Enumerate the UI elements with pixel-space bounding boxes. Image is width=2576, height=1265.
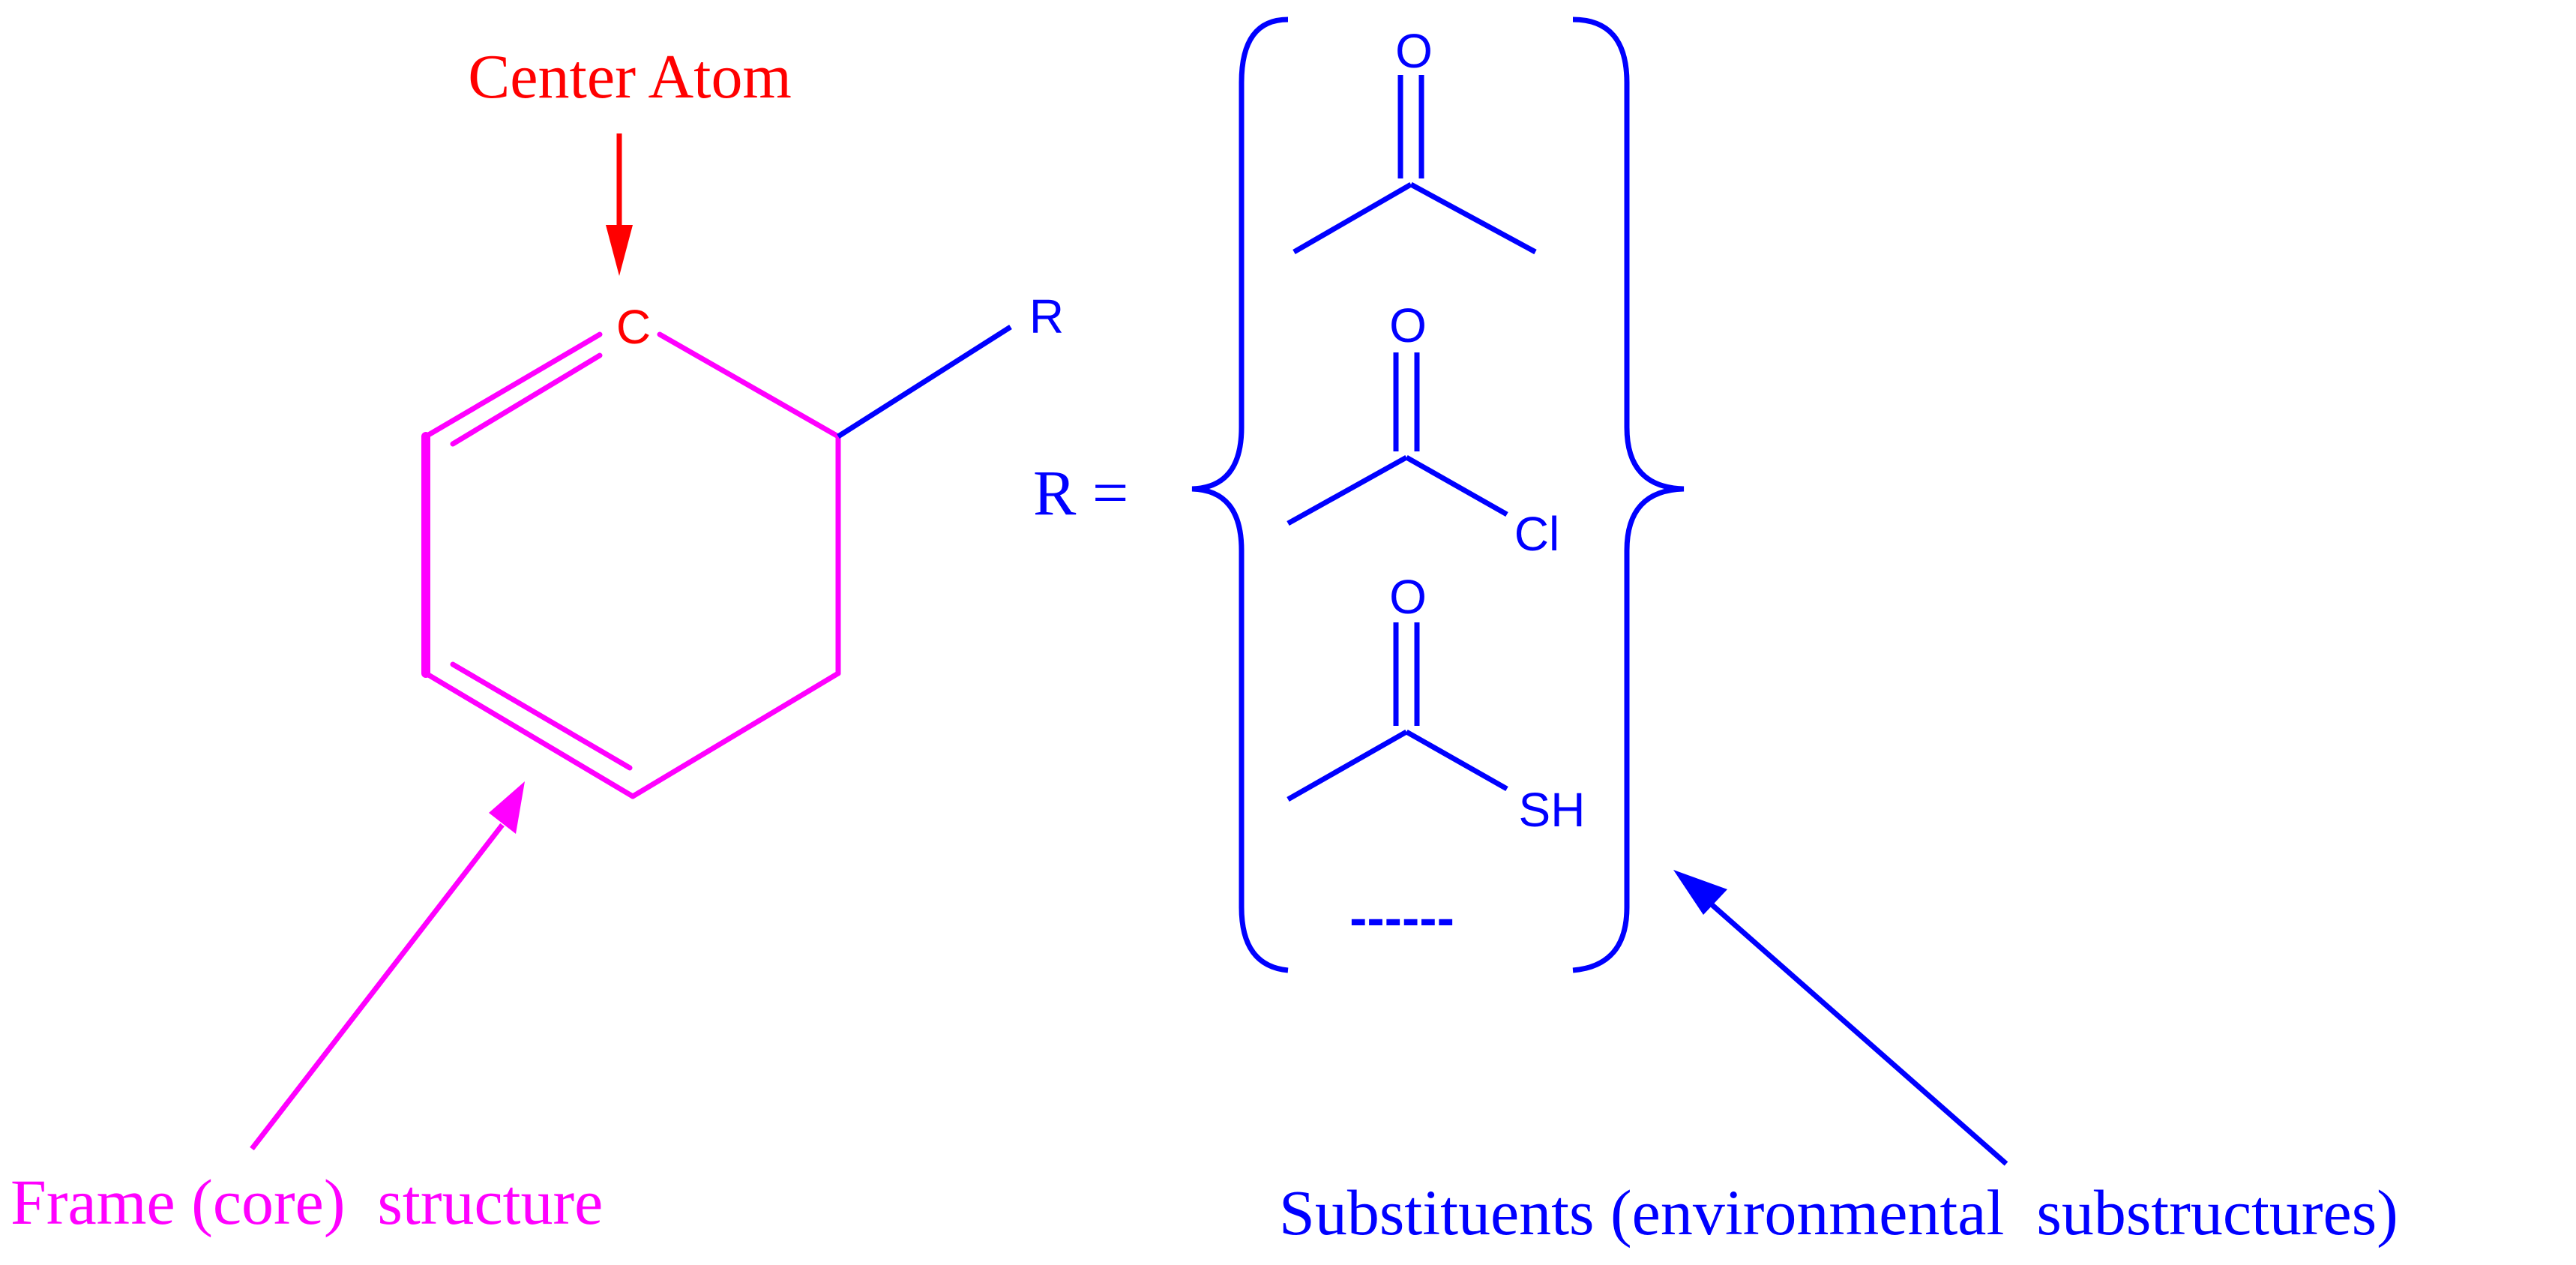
substituent-thioacid bbox=[1287, 622, 1508, 802]
ring-bond-c6-c1 bbox=[657, 331, 841, 439]
substituent-caption: Substituents (environmental substructure… bbox=[1279, 1177, 2398, 1249]
ring-bond-c1-c2-inner bbox=[450, 352, 603, 447]
substituent-1-oxygen: O bbox=[1395, 24, 1433, 78]
left-brace bbox=[1191, 16, 1289, 973]
substituent-acyl-chloride bbox=[1287, 352, 1508, 526]
substituent-2-chlorine: Cl bbox=[1514, 507, 1559, 561]
more-substituents-ellipsis: ------ bbox=[1349, 889, 1454, 947]
frame-ring bbox=[421, 331, 841, 799]
substituent-2-oxygen: O bbox=[1389, 298, 1427, 352]
frame-caption: Frame (core) structure bbox=[10, 1166, 603, 1238]
substituent-arrow bbox=[1673, 870, 2008, 1166]
right-brace bbox=[1572, 16, 1685, 973]
ring-bond-c4-c5 bbox=[630, 670, 841, 799]
ring-bond-c3-c4-inner bbox=[450, 661, 633, 771]
center-atom-arrow bbox=[606, 133, 633, 276]
ring-bond-c1-c2 bbox=[423, 331, 603, 439]
frame-arrow bbox=[250, 781, 525, 1151]
center-atom-label: Center Atom bbox=[468, 42, 792, 112]
substituent-acetyl bbox=[1292, 75, 1537, 255]
r-symbol: R bbox=[1029, 289, 1064, 343]
r-equals-label: R = bbox=[1033, 457, 1128, 529]
substituent-3-oxygen: O bbox=[1389, 570, 1427, 624]
r-bond bbox=[837, 325, 1012, 439]
center-atom-symbol: C bbox=[616, 300, 651, 354]
ring-bond-c3-c4 bbox=[423, 670, 636, 799]
substituent-3-sulfhydryl: SH bbox=[1519, 783, 1586, 837]
